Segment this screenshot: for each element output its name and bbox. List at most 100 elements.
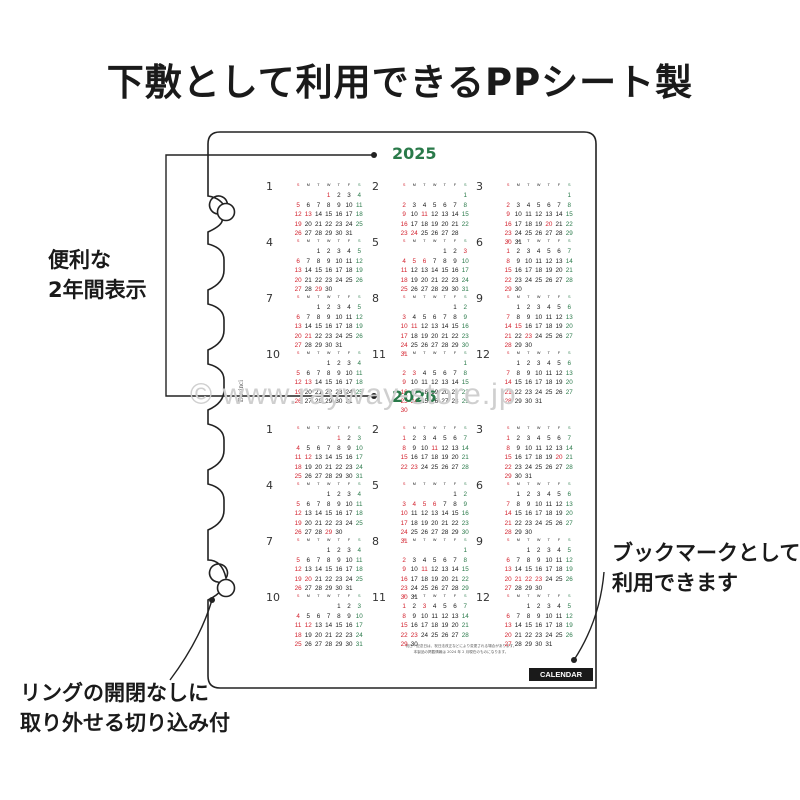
day-cell: 5 xyxy=(412,257,417,265)
day-cell: 26 xyxy=(294,584,302,592)
empty-cell xyxy=(409,191,419,200)
empty-cell xyxy=(430,546,440,555)
day-cell: 6 xyxy=(422,257,427,265)
day-cell: 30 xyxy=(400,594,408,602)
day-cell: 1 xyxy=(443,248,447,256)
weekday-label: W xyxy=(432,239,437,243)
day-cell: 8 xyxy=(337,612,341,620)
weekday-label: W xyxy=(536,183,541,187)
weekday-label: S xyxy=(567,594,571,598)
day-cell: 21 xyxy=(431,276,439,284)
day-cell: 14 xyxy=(441,510,449,518)
weekday-label: T xyxy=(337,295,340,299)
day-cell: 7 xyxy=(326,444,331,452)
weekday-label: T xyxy=(317,538,320,542)
day-cell: 28 xyxy=(314,584,322,592)
day-cell: 8 xyxy=(526,612,531,620)
day-cell: 11 xyxy=(355,201,363,209)
weekday-label: S xyxy=(402,426,406,430)
empty-cell xyxy=(409,303,419,312)
day-cell: 17 xyxy=(355,454,363,462)
day-cell: 12 xyxy=(304,622,312,630)
day-cell: 22 xyxy=(335,463,343,471)
day-cell: 2 xyxy=(536,547,541,555)
day-cell: 10 xyxy=(345,556,353,564)
day-cell: 9 xyxy=(402,211,406,219)
day-cell: 21 xyxy=(565,454,573,462)
day-cell: 27 xyxy=(555,463,563,471)
day-cell: 12 xyxy=(355,257,363,265)
weekday-label: M xyxy=(306,426,310,430)
day-cell: 10 xyxy=(335,313,343,321)
weekday-label: T xyxy=(527,239,530,243)
day-cell: 13 xyxy=(451,444,459,452)
day-cell: 3 xyxy=(347,360,351,368)
day-cell: 24 xyxy=(535,519,543,527)
day-cell: 10 xyxy=(345,500,353,508)
weekday-label: S xyxy=(567,183,571,187)
day-cell: 6 xyxy=(432,500,437,508)
day-cell: 30 xyxy=(345,472,353,480)
day-cell: 10 xyxy=(345,201,353,209)
day-cell: 6 xyxy=(453,603,457,611)
day-cell: 20 xyxy=(555,454,563,462)
day-cell: 25 xyxy=(524,229,532,237)
weekday-label: M xyxy=(412,594,416,598)
day-cell: 17 xyxy=(355,622,363,630)
day-cell: 14 xyxy=(441,323,449,331)
day-cell: 31 xyxy=(535,397,543,405)
day-cell: 22 xyxy=(400,631,408,639)
day-cell: 29 xyxy=(335,472,343,480)
day-cell: 16 xyxy=(504,220,512,228)
day-cell: 15 xyxy=(325,566,333,574)
leader-years xyxy=(165,154,374,397)
day-cell: 6 xyxy=(567,491,571,499)
day-cell: 18 xyxy=(345,267,353,275)
day-cell: 22 xyxy=(514,388,522,396)
day-cell: 29 xyxy=(325,229,333,237)
day-cell: 24 xyxy=(545,575,553,583)
day-cell: 19 xyxy=(294,575,302,583)
weekday-label: M xyxy=(412,351,416,355)
day-cell: 10 xyxy=(420,612,428,620)
day-cell: 16 xyxy=(451,267,459,275)
weekday-label: F xyxy=(347,239,351,243)
day-cell: 9 xyxy=(463,500,467,508)
empty-cell xyxy=(450,359,460,368)
day-cell: 24 xyxy=(514,229,522,237)
day-cell: 14 xyxy=(325,622,333,630)
day-cell: 15 xyxy=(451,323,459,331)
day-cell: 5 xyxy=(357,304,361,312)
day-cell: 18 xyxy=(545,323,553,331)
empty-cell xyxy=(419,191,429,200)
day-cell: 2 xyxy=(412,435,417,443)
day-cell: 4 xyxy=(526,201,531,209)
day-cell: 13 xyxy=(294,267,302,275)
day-cell: 28 xyxy=(314,528,322,536)
day-cell: 5 xyxy=(296,556,300,564)
day-cell: 15 xyxy=(524,622,532,630)
weekday-label: S xyxy=(463,239,467,243)
day-cell: 5 xyxy=(422,500,427,508)
day-cell: 28 xyxy=(451,229,459,237)
day-cell: 9 xyxy=(402,566,406,574)
day-cell: 19 xyxy=(565,566,573,574)
day-cell: 22 xyxy=(524,631,532,639)
day-cell: 29 xyxy=(400,640,408,648)
day-cell: 3 xyxy=(412,556,417,564)
day-cell: 23 xyxy=(410,631,418,639)
day-cell: 23 xyxy=(451,276,459,284)
empty-cell xyxy=(399,191,409,200)
day-cell: 9 xyxy=(526,313,531,321)
day-cell: 26 xyxy=(304,640,312,648)
day-cell: 26 xyxy=(355,332,363,340)
weekday-label: S xyxy=(567,482,571,486)
footnote: 祝日・記念日は、祝日法改正などにより変更される場合があります。 本製品の掲載情報… xyxy=(405,644,517,654)
day-cell: 8 xyxy=(453,313,457,321)
day-cell: 24 xyxy=(461,276,469,284)
empty-cell xyxy=(419,490,429,499)
